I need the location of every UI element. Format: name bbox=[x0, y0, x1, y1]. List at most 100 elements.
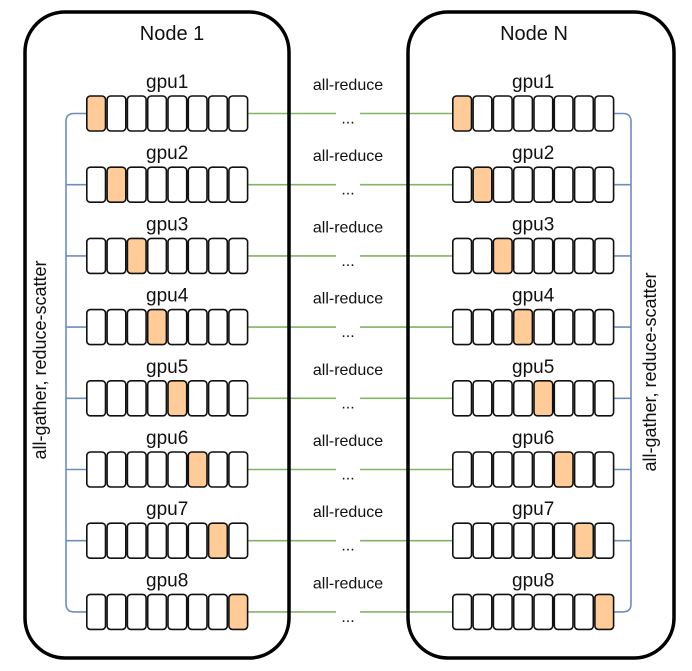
node-n-gpu-row: gpu2 bbox=[451, 143, 615, 203]
gpu-shard-cell bbox=[553, 593, 574, 631]
gpu-shard-cell bbox=[146, 593, 168, 631]
gpu-shard-cell-highlighted bbox=[512, 308, 534, 346]
ellipsis: ... bbox=[341, 538, 354, 555]
node-1-gpu-row: gpu2 bbox=[86, 143, 249, 203]
gpu-shard-cell bbox=[207, 95, 229, 132]
gpu-shard-cell bbox=[573, 593, 595, 631]
gpu-shard-cell bbox=[533, 451, 554, 488]
all-reduce-label: all-reduce bbox=[313, 433, 383, 450]
gpu-shard-cell bbox=[187, 308, 208, 346]
gpu-label: gpu6 bbox=[146, 428, 188, 449]
node-n-gpu-row: gpu4 bbox=[451, 286, 615, 346]
gpu-shard-cell-highlighted bbox=[187, 451, 208, 488]
gpu-shard-cell bbox=[167, 166, 188, 203]
all-reduce-label: all-reduce bbox=[313, 362, 383, 379]
node-1-gpu-row: gpu1 bbox=[86, 72, 249, 132]
gpu-shard-cell bbox=[512, 451, 534, 488]
gpu-shard-cell-highlighted bbox=[228, 593, 249, 631]
gpu-shard-cell bbox=[86, 237, 107, 275]
ellipsis: ... bbox=[341, 182, 354, 199]
node-1-box bbox=[23, 10, 291, 660]
gpu-shard-cell bbox=[146, 522, 168, 560]
node-n-gpu-row: gpu3 bbox=[451, 214, 615, 275]
gpu-shard-cell bbox=[228, 451, 249, 488]
gpu-shard-cell bbox=[451, 593, 473, 631]
inter-node-links bbox=[248, 112, 452, 613]
gpu-label: gpu6 bbox=[512, 428, 554, 449]
node-1-gpu-row: gpu5 bbox=[86, 357, 249, 417]
gpu-shard-cell bbox=[492, 166, 513, 203]
gpu-shard-cell bbox=[167, 522, 188, 560]
gpu-shard-cell-highlighted bbox=[451, 95, 473, 132]
inter-node-labels: all-reduce... all-reduce... all-reduce... a… bbox=[313, 77, 383, 626]
node-1-gpu-row: gpu7 bbox=[86, 499, 249, 560]
gpu-shard-cell bbox=[228, 166, 249, 203]
gpu-shard-cell bbox=[573, 166, 595, 203]
ellipsis: ... bbox=[341, 395, 354, 412]
gpu-shard-cell bbox=[228, 95, 249, 132]
ellipsis: ... bbox=[341, 253, 354, 270]
gpu-shard-cell bbox=[167, 593, 188, 631]
gpu-shard-cell bbox=[492, 308, 513, 346]
gpu-shard-cell bbox=[573, 379, 595, 417]
all-reduce-label: all-reduce bbox=[313, 77, 383, 94]
gpu-shard-cell bbox=[167, 308, 188, 346]
gpu-shard-cell bbox=[228, 522, 249, 560]
gpu-shard-cell bbox=[207, 451, 229, 488]
gpu-shard-cell bbox=[146, 451, 168, 488]
gpu-shard-cell bbox=[207, 593, 229, 631]
gpu-shard-cell bbox=[167, 95, 188, 132]
gpu-label: gpu4 bbox=[512, 286, 555, 307]
gpu-shard-cell-highlighted bbox=[573, 522, 595, 560]
gpu-shard-cell bbox=[472, 593, 493, 631]
gpu-shard-cell bbox=[86, 166, 107, 203]
node-1-gpu-row: gpu8 bbox=[86, 570, 249, 631]
gpu-shard-cell bbox=[492, 451, 513, 488]
gpu-shard-cell bbox=[167, 451, 188, 488]
gpu-shard-cell bbox=[146, 379, 168, 417]
gpu-shard-cell bbox=[228, 379, 249, 417]
gpu-shard-cell-highlighted bbox=[594, 593, 615, 631]
gpu-shard-cell bbox=[594, 308, 615, 346]
gpu-shard-cell bbox=[187, 593, 208, 631]
gpu-shard-cell bbox=[533, 95, 554, 132]
gpu-shard-cell bbox=[106, 451, 127, 488]
gpu-shard-cell bbox=[126, 379, 147, 417]
gpu-shard-cell bbox=[451, 522, 473, 560]
gpu-shard-cell bbox=[228, 237, 249, 275]
gpu-shard-cell bbox=[553, 95, 574, 132]
gpu-shard-cell bbox=[594, 166, 615, 203]
gpu-shard-cell bbox=[533, 308, 554, 346]
gpu-shard-cell bbox=[187, 237, 208, 275]
gpu-shard-cell bbox=[553, 166, 574, 203]
gpu-shard-cell bbox=[573, 308, 595, 346]
gpu-shard-cell-highlighted bbox=[146, 308, 168, 346]
gpu-shard-cell bbox=[533, 237, 554, 275]
gpu-shard-cell bbox=[146, 166, 168, 203]
node-1-collective-bracket bbox=[65, 112, 86, 613]
gpu-shard-cell-highlighted bbox=[167, 379, 188, 417]
gpu-shard-cell bbox=[573, 95, 595, 132]
gpu-label: gpu7 bbox=[146, 499, 188, 520]
gpu-shard-cell bbox=[512, 593, 534, 631]
gpu-shard-cell-highlighted bbox=[86, 95, 107, 132]
gpu-shard-cell bbox=[228, 308, 249, 346]
gpu-shard-cell bbox=[553, 522, 574, 560]
node-1-title: Node 1 bbox=[140, 23, 205, 45]
gpu-shard-cell bbox=[492, 379, 513, 417]
gpu-shard-cell bbox=[106, 308, 127, 346]
gpu-shard-cell-highlighted bbox=[533, 379, 554, 417]
gpu-shard-cell bbox=[594, 379, 615, 417]
gpu-shard-cell bbox=[512, 237, 534, 275]
all-reduce-label: all-reduce bbox=[313, 575, 383, 592]
gpu-shard-cell bbox=[106, 237, 127, 275]
gpu-shard-cell bbox=[472, 522, 493, 560]
gpu-label: gpu8 bbox=[146, 570, 188, 591]
gpu-shard-cell-highlighted bbox=[106, 166, 127, 203]
gpu-shard-cell bbox=[167, 237, 188, 275]
gpu-shard-cell bbox=[126, 166, 147, 203]
gpu-shard-cell bbox=[146, 95, 168, 132]
gpu-shard-cell bbox=[512, 166, 534, 203]
gpu-shard-cell bbox=[106, 522, 127, 560]
